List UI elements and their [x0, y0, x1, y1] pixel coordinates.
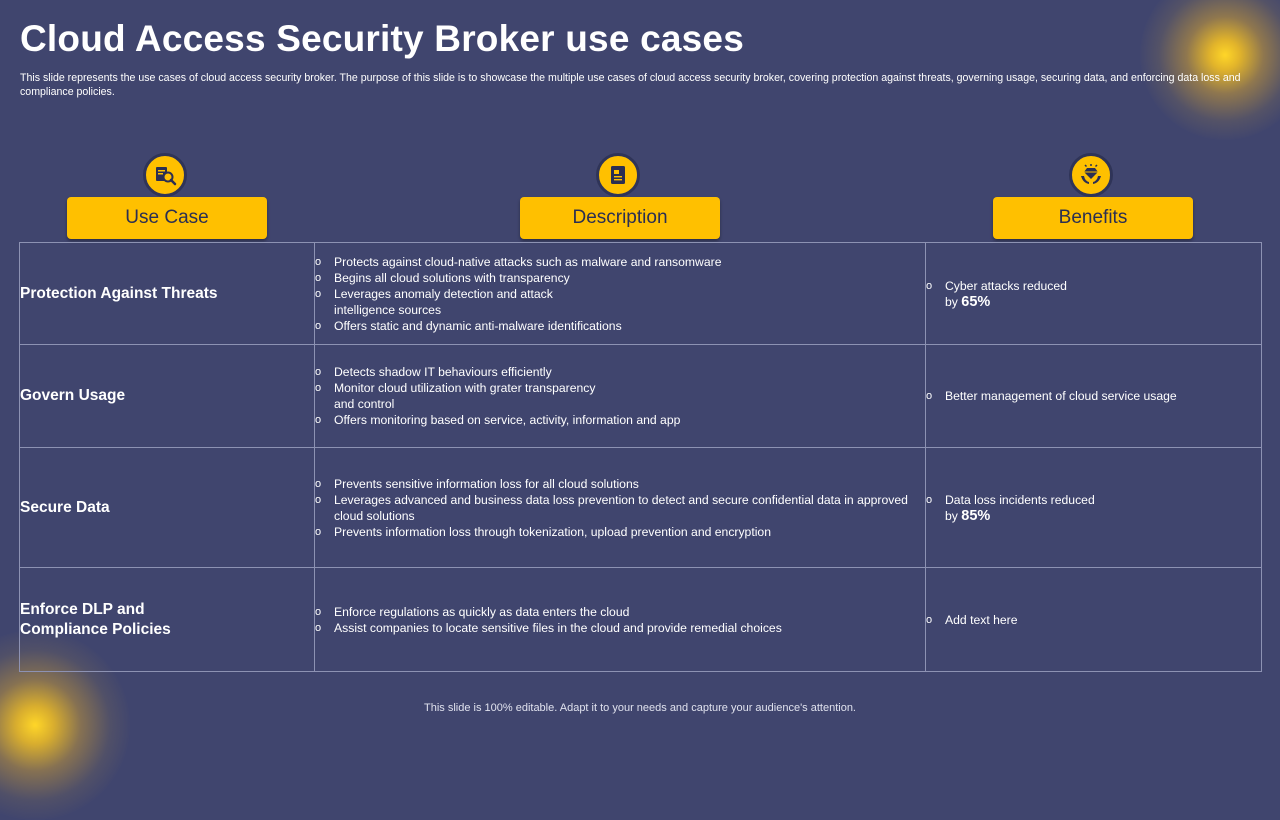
benefit-by: by	[945, 294, 958, 309]
use-case-line: Enforce DLP and	[20, 600, 145, 618]
column-label: Benefits	[993, 197, 1193, 239]
list-item: Detects shadow IT behaviours efficiently	[315, 364, 925, 380]
benefit-cell: Add text here	[925, 567, 1262, 672]
list-item: Protects against cloud-native attacks su…	[315, 254, 925, 270]
column-header-description: Description	[520, 153, 720, 239]
column-label: Description	[520, 197, 720, 239]
list-item: Offers monitoring based on service, acti…	[315, 412, 925, 428]
document-icon	[596, 153, 640, 197]
benefit-item: Cyber attacks reduced by 65%	[926, 278, 1261, 310]
benefit-value: 65%	[961, 293, 991, 310]
list-item: Offers static and dynamic anti-malware i…	[315, 318, 925, 334]
use-case-cell: Govern Usage	[19, 344, 315, 448]
benefit-item: Add text here	[926, 612, 1261, 628]
use-case-cell: Protection Against Threats	[19, 242, 315, 345]
glow-decoration-top-right	[1140, 0, 1280, 140]
benefit-value: 85%	[961, 507, 991, 524]
list-item: Prevents sensitive information loss for …	[315, 476, 925, 492]
benefit-cell: Better management of cloud service usage	[925, 344, 1262, 448]
column-header-benefits: Benefits	[993, 153, 1193, 239]
use-case-cell: Enforce DLP and Compliance Policies	[19, 567, 315, 672]
list-item: Monitor cloud utilization with grater tr…	[315, 380, 925, 412]
list-item-text-cont: and control	[334, 397, 395, 411]
table-row: Govern Usage Detects shadow IT behaviour…	[19, 344, 1262, 448]
benefit-cell: Data loss incidents reduced by 85%	[925, 447, 1262, 568]
table-row: Secure Data Prevents sensitive informati…	[19, 447, 1262, 568]
list-item: Leverages advanced and business data los…	[315, 492, 925, 524]
description-cell: Protects against cloud-native attacks su…	[314, 242, 926, 345]
list-item: Assist companies to locate sensitive fil…	[315, 620, 925, 636]
search-analysis-icon	[143, 153, 187, 197]
list-item: Begins all cloud solutions with transpar…	[315, 270, 925, 286]
column-label: Use Case	[67, 197, 267, 239]
benefit-text: Cyber attacks reduced	[945, 278, 1067, 293]
table-row: Enforce DLP and Compliance Policies Enfo…	[19, 567, 1262, 672]
table-row: Protection Against Threats Protects agai…	[19, 242, 1262, 345]
list-item: Enforce regulations as quickly as data e…	[315, 604, 925, 620]
list-item: Leverages anomaly detection and attackin…	[315, 286, 925, 318]
slide-footer: This slide is 100% editable. Adapt it to…	[424, 702, 856, 714]
list-item-text: Leverages anomaly detection and attack	[334, 286, 553, 301]
list-item-text: Monitor cloud utilization with grater tr…	[334, 381, 596, 395]
description-cell: Prevents sensitive information loss for …	[314, 447, 926, 568]
benefit-by: by	[945, 508, 958, 523]
slide-title: Cloud Access Security Broker use cases	[20, 18, 744, 59]
description-cell: Detects shadow IT behaviours efficiently…	[314, 344, 926, 448]
slide-subtitle: This slide represents the use cases of c…	[20, 72, 1241, 98]
description-cell: Enforce regulations as quickly as data e…	[314, 567, 926, 672]
benefit-item: Data loss incidents reduced by 85%	[926, 492, 1261, 524]
diamond-hands-icon	[1069, 153, 1113, 197]
list-item: Prevents information loss through tokeni…	[315, 524, 925, 540]
use-case-cell: Secure Data	[19, 447, 315, 568]
list-item-text-cont: intelligence sources	[334, 302, 442, 317]
column-header-use-case: Use Case	[67, 153, 267, 239]
use-case-line: Compliance Policies	[20, 620, 171, 638]
benefit-item: Better management of cloud service usage	[926, 388, 1261, 404]
use-case-table: Protection Against Threats Protects agai…	[19, 242, 1262, 672]
benefit-cell: Cyber attacks reduced by 65%	[925, 242, 1262, 345]
benefit-text: Data loss incidents reduced	[945, 492, 1095, 507]
